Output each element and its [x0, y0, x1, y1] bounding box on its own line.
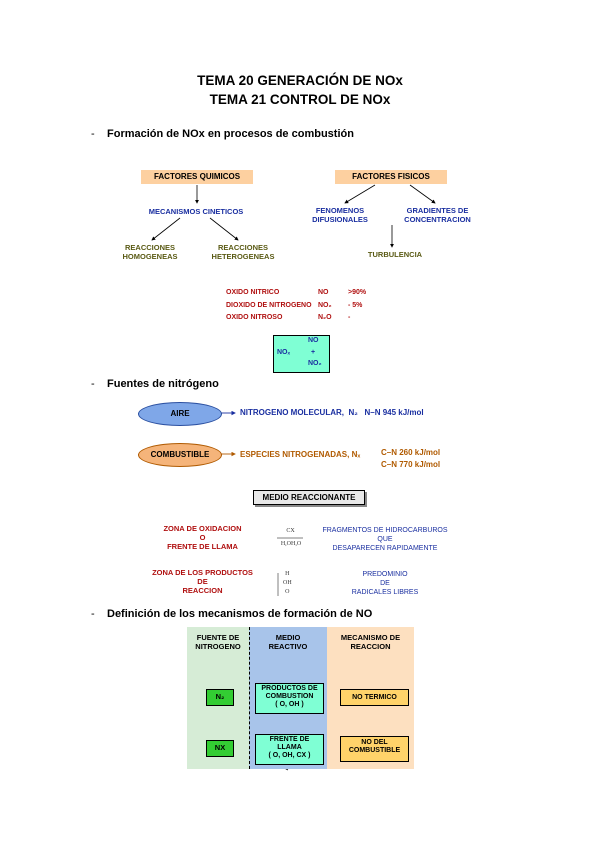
nox-composition-box — [273, 335, 330, 373]
zone1-species-top: CX — [286, 528, 295, 534]
section-heading-sources: - Fuentes de nitrógeno — [91, 378, 219, 390]
reacting-medium-box: MEDIO REACCIONANTE — [253, 490, 365, 505]
chemical-factors-box: FACTORES QUIMICOS — [141, 170, 253, 184]
oxide-formula: NO — [318, 289, 329, 296]
oxide-share: - — [348, 314, 351, 321]
fuel-source-ellipse: COMBUSTIBLE — [138, 443, 222, 467]
no2-label: NO₂ — [308, 360, 322, 367]
section-label: Fuentes de nitrógeno — [107, 378, 219, 390]
physical-factors-box: FACTORES FISICOS — [335, 170, 447, 184]
bond-energy-cn-1: C–N 260 kJ/mol — [381, 448, 441, 457]
kinetic-mechanisms-label: MECANISMOS CINETICOS — [148, 207, 244, 216]
plus-label: + — [311, 349, 316, 356]
oxide-share: - 5% — [348, 302, 363, 309]
bond-energy-cn-2: C–N 770 kJ/mol — [381, 460, 441, 469]
air-source-ellipse: AIRE — [138, 402, 222, 426]
no-label: NO — [308, 337, 319, 344]
title-line-2: TEMA 21 CONTROL DE NOx — [209, 92, 391, 107]
thermal-no-box: NO TERMICO — [340, 689, 409, 706]
source-nx-box: NX — [206, 740, 234, 757]
title-line-1: TEMA 20 GENERACIÓN DE NOx — [197, 73, 403, 88]
bullet-dash: - — [91, 608, 95, 620]
source-n2-box: N₂ — [206, 689, 234, 706]
section-label: Formación de NOx en procesos de combusti… — [107, 128, 354, 140]
oxide-share: >90% — [348, 289, 367, 296]
oxide-name: DIOXIDO DE NITROGENO — [226, 302, 312, 309]
oxide-name: OXIDO NITROSO — [226, 314, 283, 321]
oxide-name: OXIDO NITRICO — [226, 289, 280, 296]
molecular-nitrogen-label: NITROGENO MOLECULAR, N₂ N–N 945 kJ/mol — [240, 408, 424, 417]
oxide-formula: N₂O — [318, 314, 332, 321]
zone1-species-bottom: H,OH,O — [280, 541, 302, 547]
turbulence-label: TURBULENCIA — [367, 250, 423, 259]
oxide-formula: NO₂ — [318, 302, 332, 309]
bullet-dash: - — [91, 378, 95, 390]
section-label: Definición de los mecanismos de formació… — [107, 608, 373, 620]
section-heading-formation: - Formación de NOx en procesos de combus… — [91, 128, 354, 140]
bullet-dash: - — [91, 128, 95, 140]
nitrogen-species-label: ESPECIES NITROGENADAS, Nₓ — [240, 450, 361, 459]
nox-label: NOₓ — [277, 349, 291, 356]
section-heading-mechanisms: - Definición de los mecanismos de formac… — [91, 608, 373, 620]
